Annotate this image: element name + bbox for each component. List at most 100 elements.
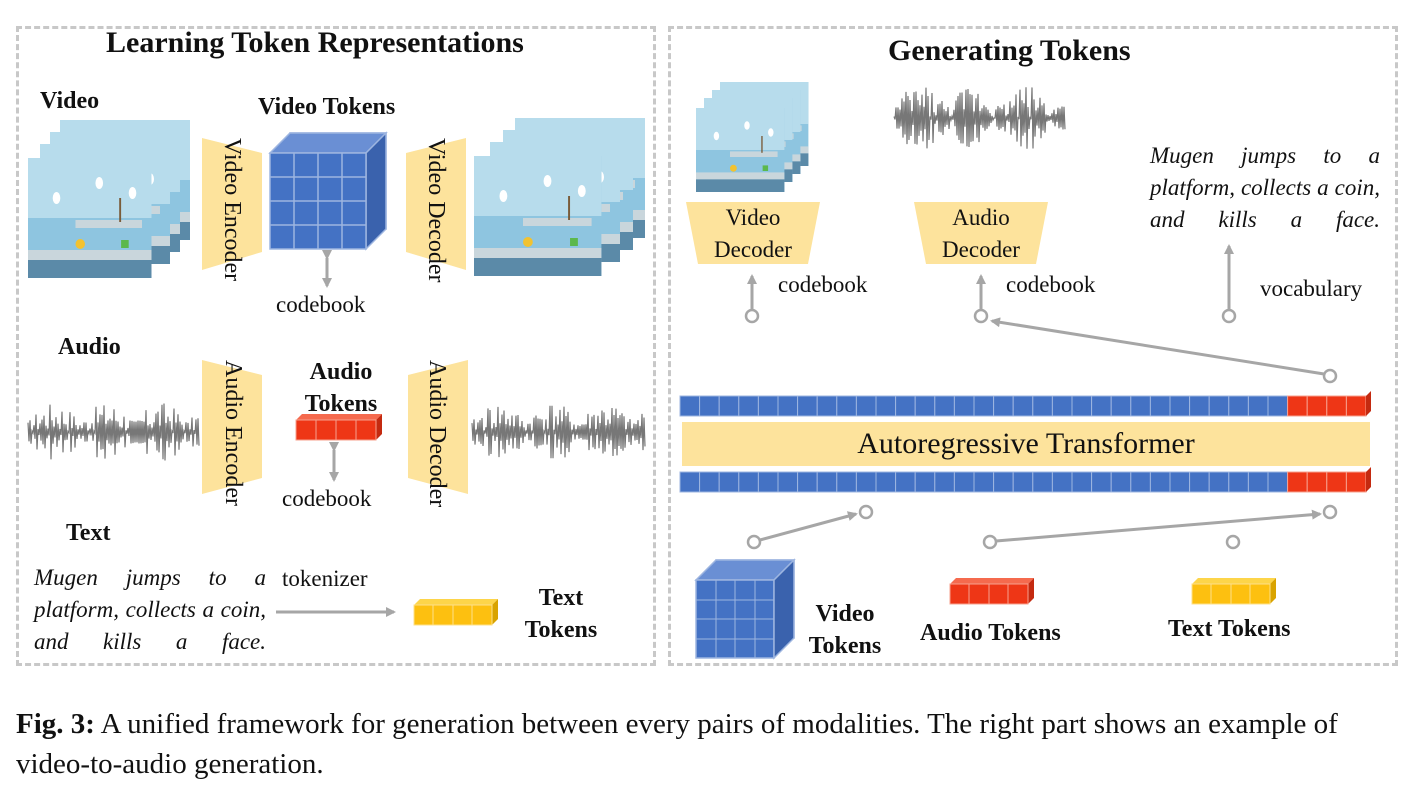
tokenizer-label: tokenizer — [282, 566, 368, 591]
video-token — [797, 395, 818, 417]
vocabulary-label: vocabulary — [1260, 276, 1363, 301]
right-text-tokens-bar — [1191, 578, 1276, 605]
video-token — [953, 471, 975, 493]
right-video-decoder-shape — [686, 202, 820, 264]
video-token — [895, 395, 916, 417]
video-token — [1208, 471, 1230, 493]
video-token — [738, 471, 759, 493]
audio-token — [1326, 395, 1347, 417]
video-token — [1130, 395, 1151, 417]
left-panel-title: Learning Token Representations — [106, 26, 524, 59]
right-panel-title: Generating Tokens — [888, 34, 1131, 67]
video-tokens-label: Video Tokens — [258, 94, 396, 120]
video-token — [1247, 471, 1269, 493]
video-token — [1071, 395, 1093, 417]
video-token — [1169, 395, 1191, 417]
video-token — [1130, 471, 1151, 493]
video-token — [1149, 395, 1171, 417]
output-token-sequence — [679, 391, 1371, 417]
video-token — [855, 471, 877, 493]
audio-token — [1326, 471, 1347, 493]
right-audio-decoder-label: Audio Decoder — [942, 205, 1020, 262]
text-tokens-bar-left — [413, 599, 498, 626]
video-encoder-label: Video Encoder — [219, 138, 245, 282]
video-token — [1051, 395, 1073, 417]
video-token — [993, 395, 1014, 417]
audio-encoder-shape — [202, 360, 262, 494]
caption-text: A unified framework for generation betwe… — [16, 708, 1338, 780]
video-token — [816, 471, 838, 493]
video-token — [1228, 395, 1249, 417]
video-token — [875, 395, 897, 417]
video-token — [1189, 471, 1210, 493]
autoregressive-transformer-block — [682, 422, 1370, 466]
transformer-label: Autoregressive Transformer — [857, 427, 1195, 460]
right-text-prompt: Mugen jumps to a platform, collects a co… — [1150, 143, 1380, 232]
video-token — [1247, 395, 1269, 417]
audio-token — [1306, 471, 1328, 493]
video-token — [1051, 471, 1073, 493]
left-text-prompt: Mugen jumps to a platform, collects a co… — [34, 565, 266, 654]
token-row-side — [1366, 391, 1371, 416]
video-token — [1110, 395, 1132, 417]
video-token — [1267, 395, 1289, 417]
video-token — [699, 471, 720, 493]
video-token — [1032, 395, 1053, 417]
right-video-tokens-label: Video Tokens — [808, 601, 882, 659]
video-token — [679, 471, 701, 493]
right-audio-tokens-label: Audio Tokens — [920, 620, 1061, 646]
input-video-frames — [28, 120, 190, 278]
token-row-side — [1366, 467, 1371, 492]
video-label: Video — [40, 88, 100, 114]
output-arrows — [744, 244, 1338, 384]
video-token — [1032, 471, 1053, 493]
video-token — [1169, 471, 1191, 493]
input-audio-waveform — [27, 403, 200, 461]
video-token — [836, 395, 857, 417]
video-encoder-shape — [202, 138, 262, 270]
video-token — [973, 395, 995, 417]
output-video-frames — [474, 118, 645, 276]
audio-token — [1306, 395, 1328, 417]
video-codebook-label: codebook — [276, 292, 366, 317]
right-video-codebook-label: codebook — [778, 272, 868, 297]
video-token — [777, 395, 799, 417]
video-tokens-cube — [268, 131, 388, 251]
video-token — [738, 395, 759, 417]
video-decoder-label: Video Decoder — [423, 138, 449, 283]
audio-token — [1287, 395, 1308, 417]
video-token — [1149, 471, 1171, 493]
video-token — [1091, 395, 1112, 417]
right-panel-generating-tokens — [668, 26, 1398, 666]
input-arrows — [746, 504, 1338, 550]
audio-decoder-label: Audio Decoder — [424, 360, 450, 508]
input-token-sequence — [679, 467, 1371, 493]
video-token — [973, 471, 995, 493]
video-token — [855, 395, 877, 417]
caption-fig-label: Fig. 3: — [16, 708, 95, 740]
video-token — [895, 471, 916, 493]
video-token — [953, 395, 975, 417]
left-text-tokens-label: Text Tokens — [524, 585, 598, 643]
video-token — [934, 395, 955, 417]
audio-token — [1345, 471, 1367, 493]
audio-label: Audio — [58, 334, 121, 360]
video-token — [1110, 471, 1132, 493]
video-token — [914, 471, 936, 493]
audio-tokens-bar — [295, 414, 382, 441]
output-audio-waveform — [471, 405, 646, 459]
video-token — [1012, 471, 1034, 493]
video-token — [875, 471, 897, 493]
video-token — [1189, 395, 1210, 417]
audio-encoder-label: Audio Encoder — [220, 360, 246, 506]
right-audio-codebook-label: codebook — [1006, 272, 1096, 297]
left-panel-learning-token-representations — [16, 26, 656, 666]
video-token — [757, 471, 779, 493]
video-token — [699, 395, 720, 417]
video-token — [777, 471, 799, 493]
video-token — [934, 471, 955, 493]
video-token — [914, 395, 936, 417]
audio-codebook-label: codebook — [282, 486, 372, 511]
right-audio-tokens-bar — [949, 578, 1034, 605]
